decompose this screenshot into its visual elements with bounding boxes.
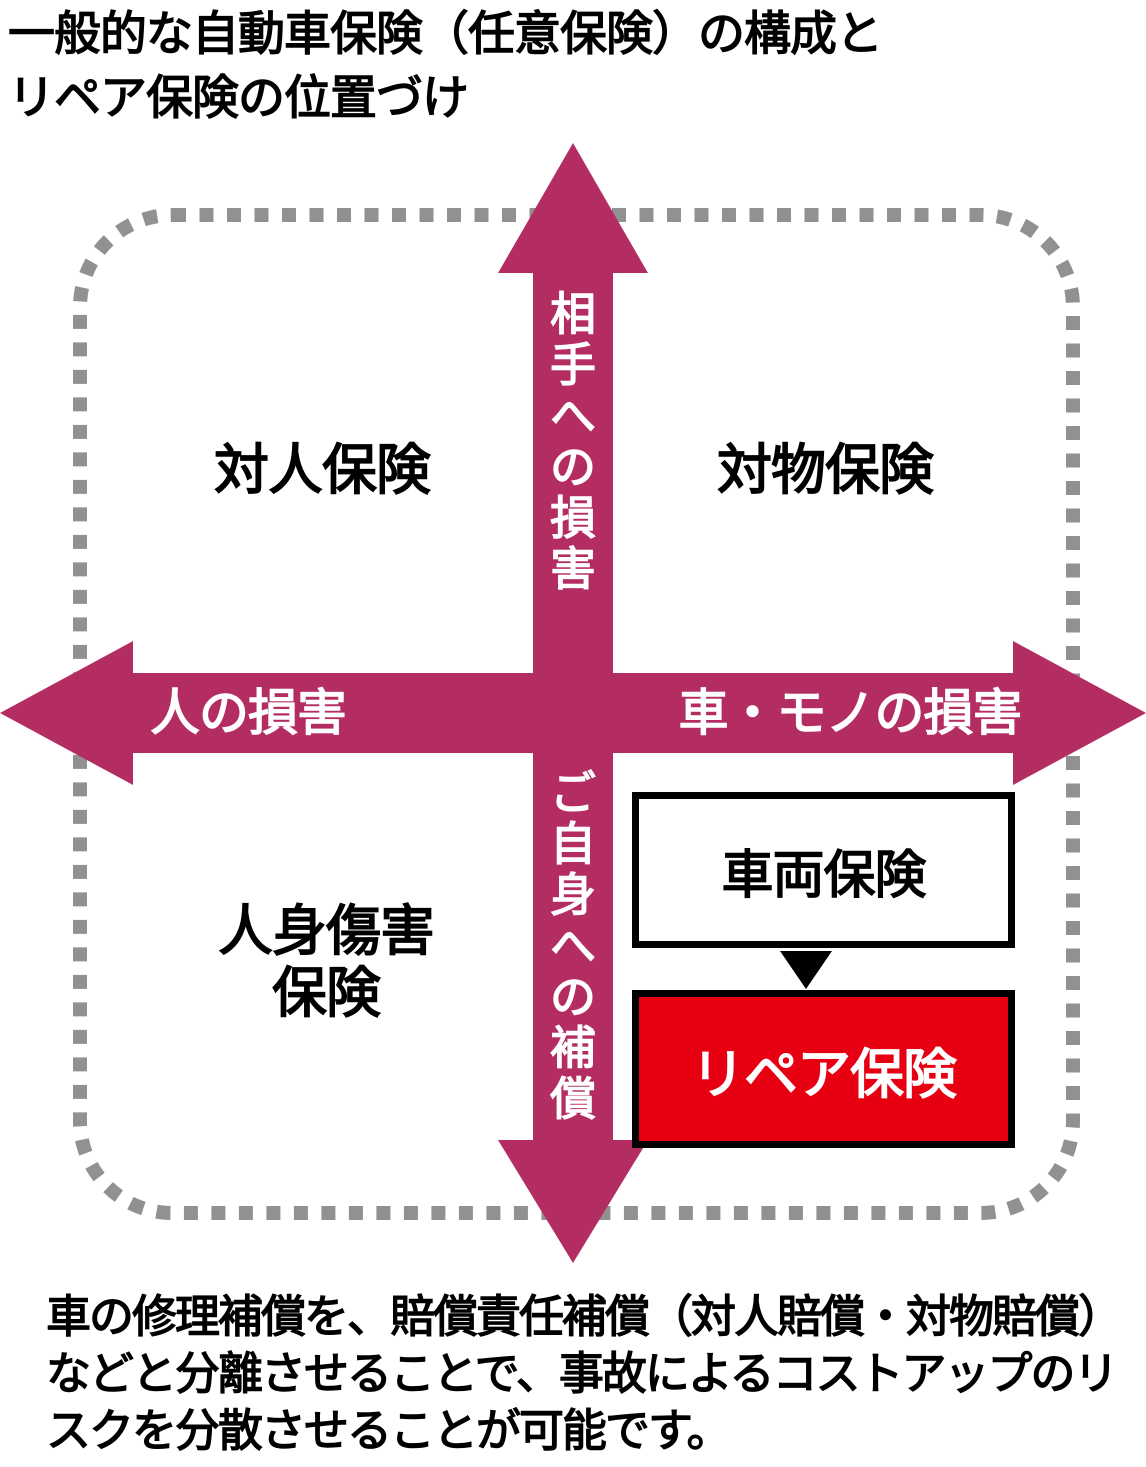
vehicle-insurance-label: 車両保険: [721, 846, 926, 905]
horizontal-axis-right-label: 車・モノの損害: [678, 685, 1023, 741]
footer-caption-line1: 車の修理補償を、賠償責任補償（対人賠償・対物賠償）: [46, 1291, 1123, 1342]
vertical-axis-bottom-label: ご自身への補償: [550, 767, 596, 1125]
quadrant-bottom-left-label: 人身傷害 保険: [217, 900, 435, 1024]
quadrant-bottom-left-line1: 人身傷害: [217, 900, 435, 962]
footer-caption-line3: スクを分散させることが可能です。: [46, 1405, 732, 1456]
vehicle-insurance-box: 車両保険: [632, 792, 1015, 948]
repair-insurance-label: リペア保険: [691, 1044, 957, 1105]
vertical-axis-top-label: 相手への損害: [550, 288, 596, 595]
page-title-line1: 一般的な自動車保険（任意保険）の構成と: [8, 7, 883, 60]
down-triangle-icon: [780, 951, 832, 989]
quadrant-top-right-label: 対物保険: [716, 439, 934, 501]
quadrant-bottom-left-line2: 保険: [271, 962, 381, 1024]
repair-insurance-box: リペア保険: [632, 990, 1015, 1148]
page-title: 一般的な自動車保険（任意保険）の構成と リペア保険の位置づけ: [8, 2, 1108, 130]
footer-caption-line2: などと分離させることで、事故によるコストアップのリ: [46, 1348, 1119, 1399]
vertical-axis-arrow: [498, 143, 648, 1263]
footer-caption: 車の修理補償を、賠償責任補償（対人賠償・対物賠償） などと分離させることで、事故…: [46, 1288, 1146, 1459]
horizontal-axis-left-label: 人の損害: [150, 685, 347, 741]
page-title-line2: リペア保険の位置づけ: [8, 71, 469, 124]
quadrant-top-left-label: 対人保険: [213, 439, 431, 501]
